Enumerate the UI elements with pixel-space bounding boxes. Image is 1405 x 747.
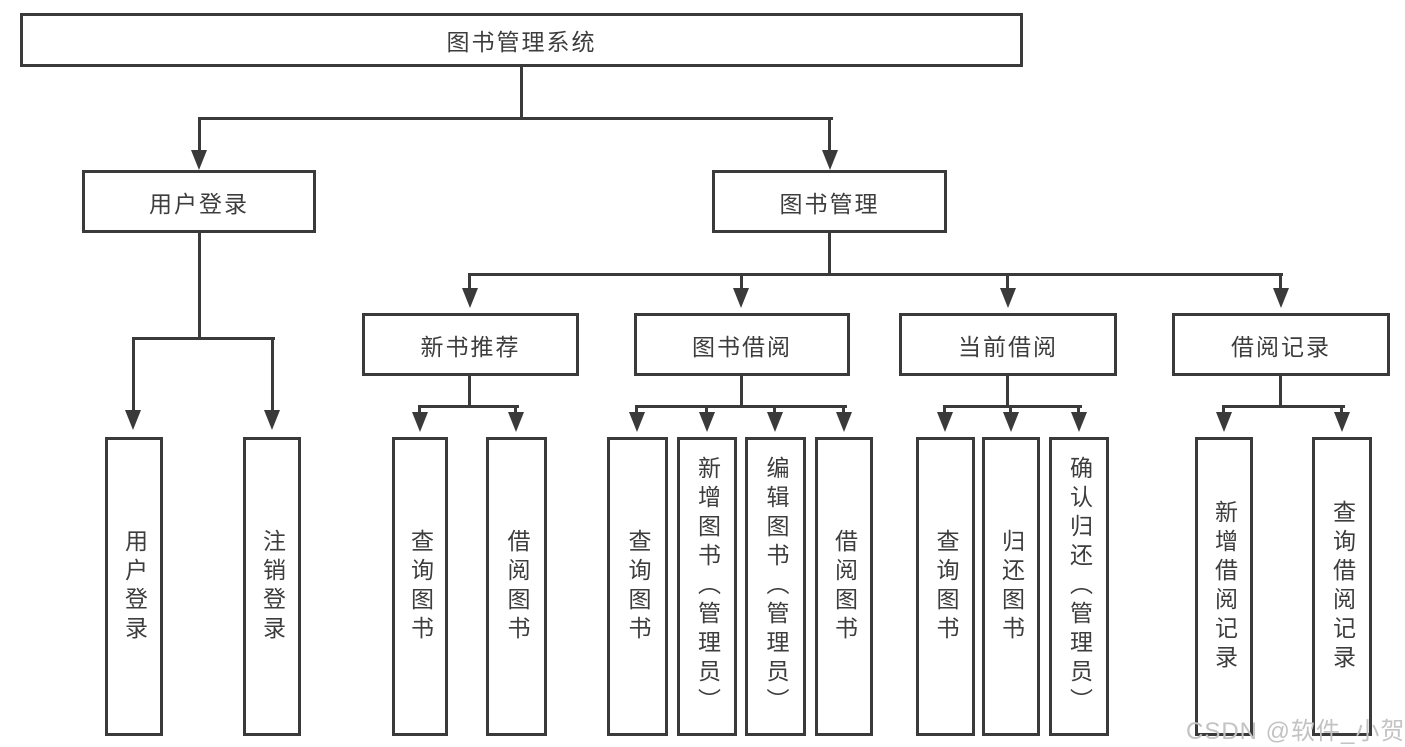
arrow-down-icon	[462, 288, 478, 308]
connector-line	[468, 273, 471, 290]
node-new-book-recommendation: 新书推荐	[362, 313, 579, 376]
arrow-down-icon	[629, 412, 645, 432]
leaf-label: 确认归还（管理员）	[1066, 456, 1093, 717]
connector-line	[418, 405, 421, 414]
node-label: 新书推荐	[420, 333, 521, 360]
node-user-login: 用户登录	[82, 170, 316, 233]
connector-line	[842, 405, 845, 414]
arrow-down-icon	[733, 288, 749, 308]
connector-line	[198, 117, 833, 120]
leaf-confirm-return-admin: 确认归还（管理员）	[1049, 437, 1109, 736]
node-label: 图书借阅	[692, 333, 792, 360]
connector-line	[418, 405, 519, 408]
connector-line	[740, 273, 743, 290]
node-label: 图书管理系统	[446, 29, 597, 55]
leaf-query-books-borrowing: 查询图书	[607, 437, 668, 736]
connector-line	[740, 376, 743, 407]
connector-line	[635, 405, 847, 408]
leaf-label: 新增借阅记录	[1211, 499, 1238, 674]
leaf-add-book-admin: 新增图书（管理员）	[677, 437, 737, 736]
connector-line	[1009, 405, 1012, 414]
arrow-down-icon	[1071, 412, 1087, 432]
arrow-down-icon	[1003, 412, 1019, 432]
node-label: 用户登录	[149, 190, 249, 217]
connector-line	[198, 233, 201, 340]
csdn-watermark: CSDN @软件_小贺同学	[1186, 718, 1405, 745]
leaf-label: 借阅图书	[831, 528, 858, 645]
connector-line	[468, 376, 471, 407]
arrow-down-icon	[822, 150, 838, 170]
leaf-label: 用户登录	[121, 528, 148, 645]
leaf-user-login: 用户登录	[105, 437, 163, 736]
arrow-down-icon	[767, 412, 783, 432]
arrow-down-icon	[836, 412, 852, 432]
leaf-label: 查询图书	[933, 528, 959, 645]
connector-line	[773, 405, 776, 414]
node-label: 图书管理	[779, 190, 880, 217]
leaf-label: 借阅图书	[504, 528, 530, 645]
arrow-down-icon	[191, 150, 207, 170]
node-label: 借阅记录	[1231, 333, 1331, 360]
arrow-down-icon	[1273, 288, 1289, 308]
leaf-label: 查询借阅记录	[1329, 499, 1356, 674]
connector-line	[705, 405, 708, 414]
leaf-borrow-books-borrowing: 借阅图书	[815, 437, 873, 736]
connector-line	[198, 117, 201, 152]
node-book-management: 图书管理	[712, 170, 947, 233]
connector-line	[635, 405, 638, 414]
leaf-label: 查询图书	[625, 528, 651, 645]
connector-line	[132, 337, 275, 340]
connector-line	[943, 405, 1082, 408]
connector-line	[1222, 405, 1225, 414]
connector-line	[1340, 405, 1343, 414]
leaf-label: 归还图书	[998, 528, 1025, 645]
connector-line	[828, 233, 831, 276]
connector-line	[1006, 273, 1009, 290]
node-borrowing-records: 借阅记录	[1172, 313, 1390, 376]
node-label: 当前借阅	[958, 333, 1058, 360]
leaf-label: 查询图书	[407, 528, 434, 645]
leaf-logout: 注销登录	[243, 437, 301, 736]
connector-line	[828, 117, 831, 152]
leaf-query-borrow-record: 查询借阅记录	[1312, 437, 1372, 736]
connector-line	[514, 405, 517, 414]
connector-line	[1077, 405, 1080, 414]
leaf-label: 编辑图书（管理员）	[763, 456, 789, 717]
arrow-down-icon	[264, 410, 280, 430]
leaf-label: 新增图书（管理员）	[694, 456, 721, 717]
arrow-down-icon	[1216, 412, 1232, 432]
node-book-borrowing: 图书借阅	[634, 313, 850, 376]
arrow-down-icon	[937, 412, 953, 432]
leaf-borrow-books-recommend: 借阅图书	[486, 437, 547, 736]
leaf-return-book: 归还图书	[982, 437, 1040, 736]
node-library-management-system: 图书管理系统	[20, 13, 1023, 67]
connector-line	[520, 67, 523, 119]
arrow-down-icon	[412, 412, 428, 432]
connector-line	[469, 273, 1283, 276]
connector-line	[1222, 405, 1345, 408]
leaf-query-books-current: 查询图书	[916, 437, 975, 736]
arrow-down-icon	[1000, 288, 1016, 308]
leaf-edit-book-admin: 编辑图书（管理员）	[745, 437, 806, 736]
connector-line	[271, 337, 274, 412]
arrow-down-icon	[1334, 412, 1350, 432]
connector-line	[132, 337, 135, 412]
arrow-down-icon	[699, 412, 715, 432]
leaf-label: 注销登录	[259, 528, 286, 645]
leaf-query-books-recommend: 查询图书	[392, 437, 448, 736]
node-current-borrowing: 当前借阅	[899, 313, 1117, 376]
connector-line	[1006, 376, 1009, 407]
arrow-down-icon	[125, 410, 141, 430]
arrow-down-icon	[508, 412, 524, 432]
leaf-add-borrow-record: 新增借阅记录	[1195, 437, 1253, 736]
connector-line	[943, 405, 946, 414]
connector-line	[1279, 376, 1282, 407]
connector-line	[1279, 273, 1282, 290]
